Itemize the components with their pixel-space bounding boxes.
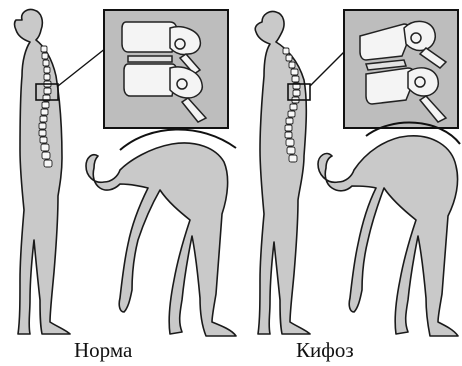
normal-panel xyxy=(15,9,237,336)
normal-bending-figure xyxy=(86,143,236,336)
kyphosis-panel xyxy=(255,10,460,336)
normal-vertebrae-inset xyxy=(104,10,228,128)
normal-caption: Норма xyxy=(74,338,132,362)
kyphosis-bending-figure xyxy=(318,136,458,336)
kyphosis-caption: Кифоз xyxy=(296,338,354,362)
normal-connector-line xyxy=(58,48,106,86)
kyphosis-connector-line xyxy=(310,50,346,86)
kyphosis-standing-figure xyxy=(255,11,310,334)
kyphosis-vertebrae-inset xyxy=(344,10,458,128)
